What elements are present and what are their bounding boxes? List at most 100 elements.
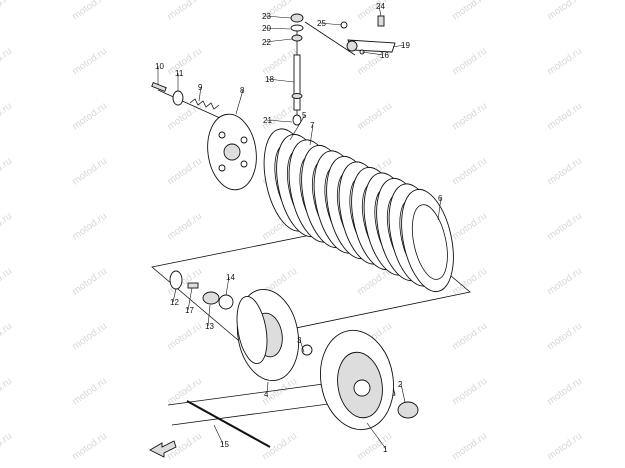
- clutch-plate-inner-ring: [411, 204, 448, 280]
- watermark-text: motod.ru: [545, 376, 584, 408]
- watermark-text: motod.ru: [70, 156, 109, 188]
- forward-direction-arrow-icon: [149, 440, 177, 458]
- pressure-plate: [207, 113, 257, 191]
- watermark-text: motod.ru: [165, 321, 204, 353]
- callout-leader-3: [299, 339, 305, 353]
- watermark-text: motod.ru: [545, 46, 584, 78]
- callout-2: 2: [398, 380, 403, 389]
- watermark-text: motod.ru: [0, 211, 14, 243]
- callout-layer: 1234567891011121314151617181920212223242…: [155, 2, 443, 454]
- watermark-text: motod.ru: [545, 211, 584, 243]
- watermark-text: motod.ru: [0, 321, 14, 353]
- clutch-plate: [401, 188, 454, 293]
- callout-12: 12: [170, 298, 179, 307]
- callout-leader-19: [392, 44, 405, 48]
- watermark-text: motod.ru: [545, 431, 584, 463]
- callout-leader-24: [378, 5, 382, 17]
- watermark-layer: motod.ru motod.ru motod.ru motod.ru motod.ru…: [0, 0, 584, 462]
- watermark-text: motod.ru: [355, 0, 394, 22]
- callout-4: 4: [264, 390, 269, 399]
- callout-10: 10: [155, 62, 164, 71]
- watermark-text: motod.ru: [545, 156, 584, 188]
- callout-leader-22: [264, 38, 293, 43]
- watermark-text: motod.ru: [355, 431, 394, 463]
- callout-leader-23: [264, 15, 292, 19]
- watermark-text: motod.ru: [70, 101, 109, 133]
- watermark-text: motod.ru: [450, 0, 489, 22]
- watermark-text: motod.ru: [545, 101, 584, 133]
- callout-21: 21: [263, 116, 272, 125]
- watermark-text: motod.ru: [165, 211, 204, 243]
- watermark-text: motod.ru: [0, 0, 14, 22]
- watermark-text: motod.ru: [165, 156, 204, 188]
- clutch-plate-stack: [263, 128, 454, 293]
- callout-13: 13: [205, 322, 214, 331]
- callout-6: 6: [438, 194, 443, 203]
- watermark-text: motod.ru: [545, 321, 584, 353]
- watermark-text: motod.ru: [450, 431, 489, 463]
- callout-leader-15: [213, 424, 224, 445]
- callout-leader-9: [198, 86, 202, 102]
- callout-leader-1: [366, 422, 387, 450]
- callout-24: 24: [376, 2, 385, 11]
- callout-3: 3: [297, 336, 302, 345]
- callout-17: 17: [185, 306, 194, 315]
- callout-25: 25: [317, 19, 326, 28]
- callout-18: 18: [265, 75, 274, 84]
- callout-leader-12: [172, 288, 177, 303]
- callout-9: 9: [198, 83, 203, 92]
- watermark-text: motod.ru: [260, 431, 299, 463]
- watermark-text: motod.ru: [545, 0, 584, 22]
- callout-leader-21: [265, 119, 293, 123]
- release-arm-group: [304, 15, 396, 56]
- push-rod-group: [290, 13, 304, 126]
- watermark-text: motod.ru: [0, 46, 14, 78]
- watermark-text: motod.ru: [0, 376, 14, 408]
- callout-11: 11: [175, 69, 184, 78]
- watermark-text: motod.ru: [70, 46, 109, 78]
- watermark-text: motod.ru: [260, 46, 299, 78]
- watermark-text: motod.ru: [70, 211, 109, 243]
- watermark-text: motod.ru: [450, 156, 489, 188]
- countershaft: [186, 400, 271, 448]
- callout-16: 16: [380, 51, 389, 60]
- callout-leader-7: [309, 124, 314, 146]
- watermark-text: motod.ru: [0, 266, 14, 298]
- watermark-text: motod.ru: [450, 321, 489, 353]
- callout-leader-6: [437, 197, 442, 221]
- callout-leader-5: [289, 114, 306, 141]
- watermark-text: motod.ru: [450, 46, 489, 78]
- callout-leader-4: [266, 381, 269, 395]
- watermark-text: motod.ru: [70, 321, 109, 353]
- watermark-text: motod.ru: [0, 431, 14, 463]
- watermark-text: motod.ru: [70, 376, 109, 408]
- callout-14: 14: [226, 273, 235, 282]
- watermark-text: motod.ru: [545, 266, 584, 298]
- bolt-spring-group: [151, 81, 221, 119]
- callout-leader-20: [264, 27, 291, 30]
- callout-1: 1: [383, 445, 388, 454]
- callout-leader-8: [235, 89, 244, 115]
- watermark-text: motod.ru: [165, 0, 204, 22]
- callout-22: 22: [262, 38, 271, 47]
- callout-5: 5: [302, 111, 307, 120]
- clutch-sleeve-hub: [320, 329, 419, 431]
- callout-leader-18: [267, 78, 295, 83]
- watermark-text: motod.ru: [70, 0, 109, 22]
- callout-leader-25: [319, 22, 343, 26]
- callout-23: 23: [262, 12, 271, 21]
- small-parts-group: [169, 270, 234, 310]
- callout-leader-2: [400, 383, 406, 403]
- watermark-text: motod.ru: [450, 266, 489, 298]
- callout-20: 20: [262, 24, 271, 33]
- watermark-text: motod.ru: [70, 431, 109, 463]
- watermark-text: motod.ru: [0, 156, 14, 188]
- watermark-text: motod.ru: [450, 101, 489, 133]
- callout-8: 8: [240, 86, 245, 95]
- watermark-text: motod.ru: [165, 46, 204, 78]
- clutch-housing: [236, 288, 313, 382]
- callout-leader-16: [361, 51, 384, 56]
- callout-leader-13: [207, 304, 211, 327]
- callout-19: 19: [401, 41, 410, 50]
